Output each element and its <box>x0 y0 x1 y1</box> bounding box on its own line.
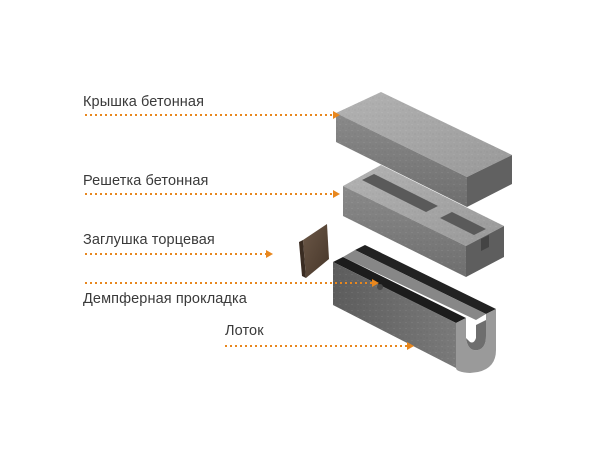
tray-inner <box>343 250 486 320</box>
grate-end-face <box>466 226 504 277</box>
label-tray: Лоток <box>225 323 264 339</box>
grate-slot <box>440 212 486 235</box>
label-end-cap: Заглушка торцевая <box>83 232 215 248</box>
arrowheads <box>266 111 414 350</box>
grate-slot <box>362 174 438 212</box>
cover-end-face <box>467 155 512 207</box>
concrete-grate <box>343 165 504 277</box>
label-damper-pad: Демпферная прокладка <box>83 291 247 307</box>
drainage-tray <box>333 245 496 373</box>
pointer-arrows <box>85 114 407 347</box>
damper-strip <box>333 257 466 323</box>
concrete-cover <box>336 92 512 207</box>
damper-strip <box>355 245 496 314</box>
arrowhead-grate <box>333 190 340 198</box>
end-cap <box>299 224 329 278</box>
label-concrete-cover: Крышка бетонная <box>83 94 205 110</box>
arrowhead-cover <box>333 111 340 119</box>
arrowhead-end-cap <box>266 250 273 258</box>
end-cap-plate <box>303 224 329 278</box>
tray-marking <box>377 284 383 290</box>
arrowhead-damper <box>372 279 379 287</box>
label-concrete-grate: Решетка бетонная <box>83 173 209 189</box>
arrowhead-tray <box>407 342 414 350</box>
